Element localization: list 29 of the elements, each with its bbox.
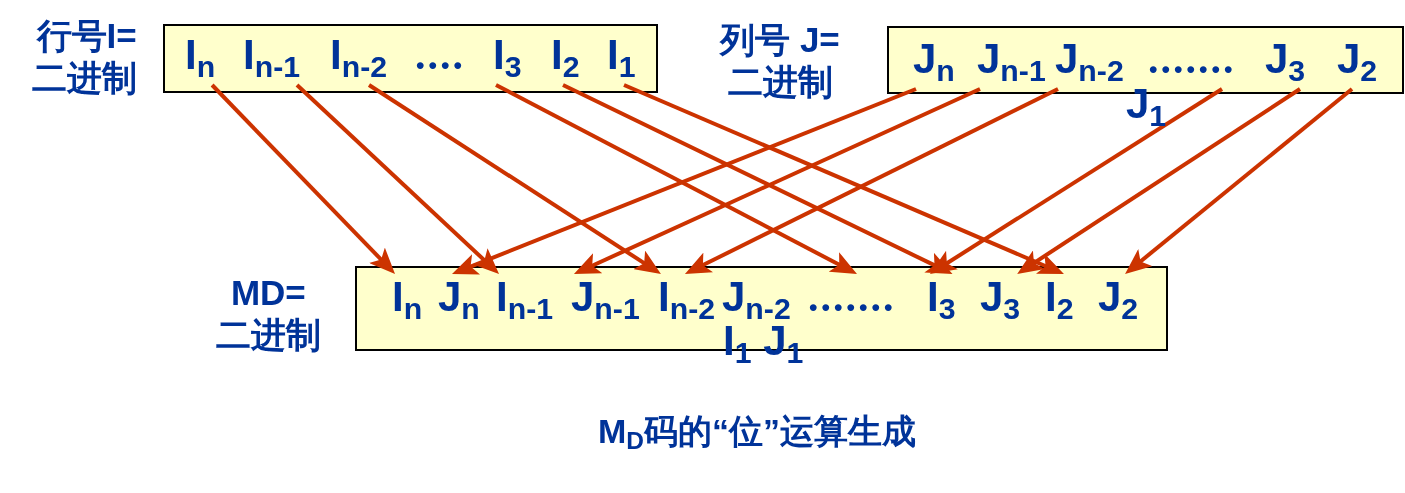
bit-label: J$_{2}$ bbox=[1337, 36, 1378, 89]
bit-label: J$_{n}$ bbox=[438, 274, 480, 327]
bit-label: J$_{n-1}$ bbox=[571, 274, 640, 327]
bit-label: I$_{2}$ bbox=[1045, 274, 1074, 327]
bit-label: J$_{n-2}$ bbox=[1055, 36, 1124, 89]
heading-text: 列号 J=二进制 bbox=[718, 19, 841, 103]
bit-label: J$_{3}$ bbox=[1265, 36, 1306, 89]
bit-label: J$_{3}$ bbox=[980, 274, 1021, 327]
bit-label: J$_{2}$ bbox=[1098, 274, 1139, 327]
ellipsis: .... bbox=[415, 32, 465, 80]
bit-label: I$_{2}$ bbox=[551, 32, 580, 85]
bit-label: J$_{n}$ bbox=[913, 36, 955, 89]
caption: M$_{D}$码的“位”运算生成 bbox=[598, 411, 916, 452]
heading-text: 行号I=二进制 bbox=[30, 15, 137, 99]
bit-label: J$_{n-2}$ bbox=[722, 274, 791, 327]
bit-label: I$_{1}$ bbox=[607, 32, 636, 85]
bit-label: I$_{n}$ bbox=[185, 32, 216, 85]
bit-label: I$_{n-1}$ bbox=[243, 32, 301, 85]
arrow bbox=[452, 87, 917, 275]
ellipsis: ....... bbox=[808, 274, 896, 327]
bit-label: J$_{n-1}$ bbox=[977, 36, 1046, 89]
arrow bbox=[623, 83, 1064, 275]
bit-label: I$_{n-2}$ bbox=[330, 32, 388, 85]
bit-label: I$_{n-1}$ bbox=[496, 274, 554, 327]
bit-label: I$_{3}$ bbox=[927, 274, 956, 327]
bit-label: I$_{n-2}$ bbox=[658, 274, 716, 327]
heading-text: MD=二进制 bbox=[215, 272, 322, 356]
bit-label: I$_{n}$ bbox=[392, 274, 423, 327]
bit-label: I$_{3}$ bbox=[493, 32, 522, 85]
